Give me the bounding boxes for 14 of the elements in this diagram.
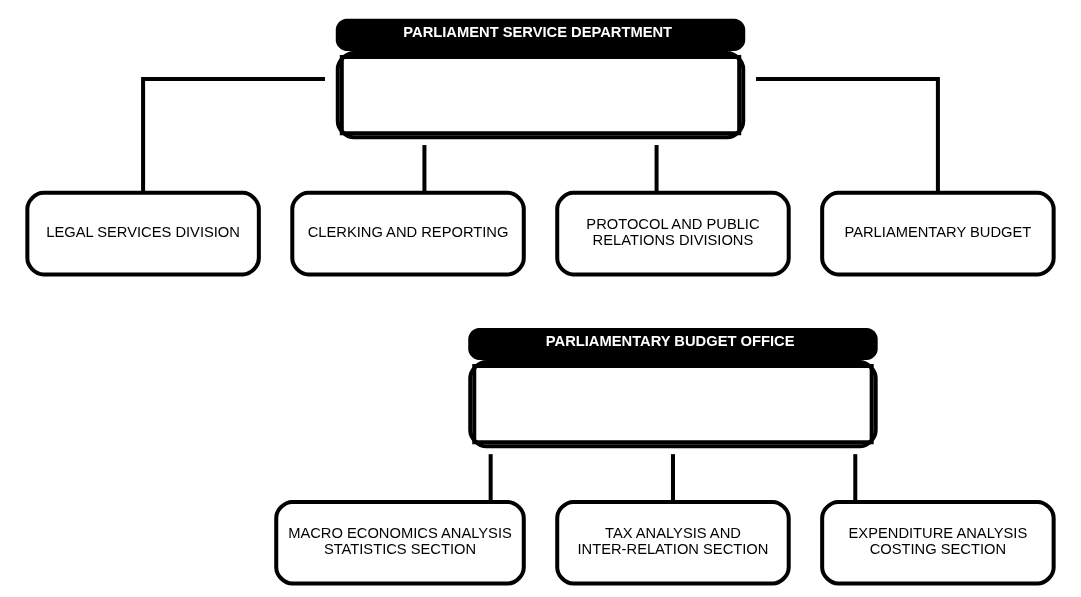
connector bbox=[670, 454, 675, 502]
node-box: PARLIAMENTARY BUDGET bbox=[820, 190, 1056, 277]
connector bbox=[422, 145, 427, 193]
connector bbox=[853, 454, 858, 502]
node-box: LEGAL SERVICES DIVISION bbox=[25, 190, 261, 277]
node-box: EXPENDITURE ANALYSIS COSTING SECTION bbox=[820, 499, 1056, 586]
node-box: PROTOCOL AND PUBLIC RELATIONS DIVISIONS bbox=[555, 190, 791, 277]
connector bbox=[488, 454, 493, 502]
node-box: TAX ANALYSIS AND INTER-RELATION SECTION bbox=[555, 499, 791, 586]
node-box: MACRO ECONOMICS ANALYSIS STATISTICS SECTION bbox=[274, 499, 526, 586]
connector bbox=[756, 77, 940, 193]
connector bbox=[141, 77, 325, 193]
node-box: CLERKING AND REPORTING bbox=[290, 190, 526, 277]
connector bbox=[654, 145, 659, 193]
